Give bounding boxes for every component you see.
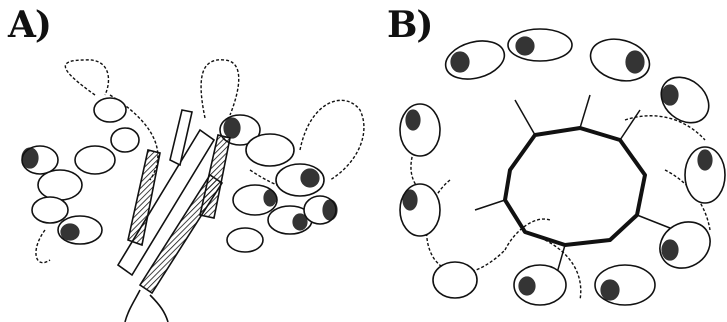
loop-left [427,180,505,273]
panel-b-tim-barrel-ribbon: B) [365,0,727,322]
protein-a-ribbon-drawing [0,0,365,322]
c-terminus-tail [125,290,140,322]
protein-b-ribbon-drawing [365,0,727,322]
panel-a-protein-ribbon: A) [0,0,365,322]
loop-top-left [65,60,108,95]
beta-barrel-core [505,128,645,245]
loop-top-center [201,60,239,118]
loop-bottom-left [36,230,50,263]
